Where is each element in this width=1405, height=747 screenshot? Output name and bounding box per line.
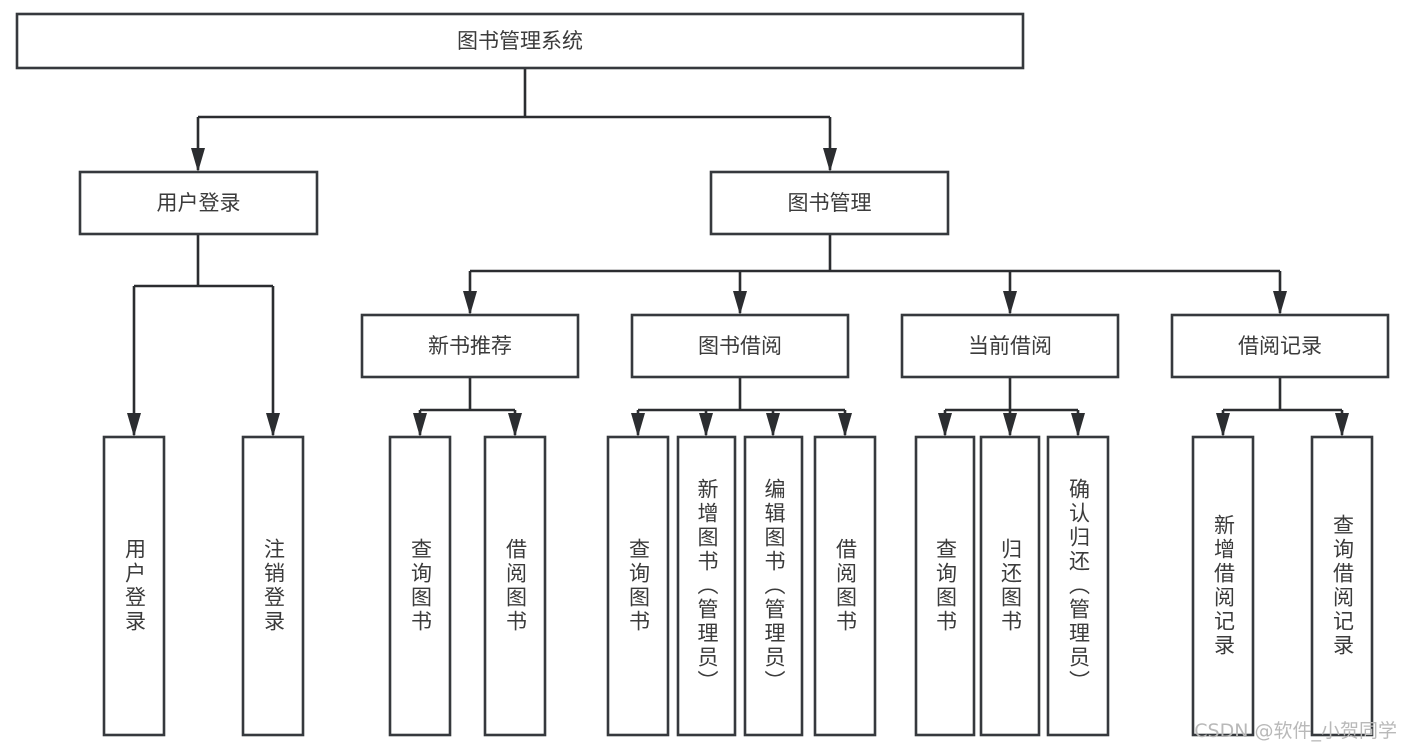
node-label-borrow-record: 借阅记录 [1238,334,1322,358]
arrow-head-icon [127,413,141,437]
arrow-head-icon [1273,291,1287,315]
node-box-leaf-query-book-recommend[interactable] [388,435,452,737]
node-box-leaf-add-book-admin[interactable] [676,435,737,737]
node-box-leaf-query-book-borrow[interactable] [606,435,670,737]
arrow-head-icon [413,413,427,437]
node-box-leaf-query-borrow-record[interactable] [1310,435,1374,737]
csdn-watermark: CSDN @软件_小贺同学 [1194,720,1397,742]
node-box-leaf-add-borrow-record[interactable] [1191,435,1255,737]
node-label-book-management: 图书管理 [788,191,872,215]
arrow-head-icon [1216,413,1230,437]
node-box-leaf-query-book-current[interactable] [914,435,976,737]
node-box-current-borrow[interactable] [900,313,1120,379]
node-label-current-borrow: 当前借阅 [968,334,1052,358]
arrow-head-icon [838,413,852,437]
node-boxes-layer [15,12,1390,737]
arrow-head-icon [1003,413,1017,437]
arrow-head-icon [699,413,713,437]
node-label-new-book-recommend: 新书推荐 [428,334,512,358]
arrow-head-icon [766,413,780,437]
node-box-leaf-borrow-book[interactable] [813,435,877,737]
arrow-head-icon [508,413,522,437]
arrow-head-icon [191,148,205,172]
arrow-head-icon [823,148,837,172]
arrow-head-icon [1003,291,1017,315]
node-box-leaf-borrow-book-recommend[interactable] [483,435,547,737]
arrow-head-icon [266,413,280,437]
node-box-new-book-recommend[interactable] [360,313,580,379]
node-box-user-login[interactable] [78,170,319,236]
node-box-book-management[interactable] [709,170,950,236]
node-box-book-borrow[interactable] [630,313,850,379]
connector-lines-layer [127,68,1349,437]
node-box-leaf-user-login[interactable] [102,435,166,737]
node-box-leaf-user-logout[interactable] [241,435,305,737]
arrow-head-icon [1335,413,1349,437]
arrow-head-icon [733,291,747,315]
node-label-root: 图书管理系统 [457,29,583,53]
node-box-root[interactable] [15,12,1025,70]
node-box-leaf-confirm-return-admin[interactable] [1046,435,1110,737]
arrow-head-icon [631,413,645,437]
node-label-user-login: 用户登录 [157,191,241,215]
arrow-head-icon [1071,413,1085,437]
arrow-head-icon [938,413,952,437]
node-box-leaf-return-book[interactable] [979,435,1041,737]
node-box-leaf-edit-book-admin[interactable] [743,435,804,737]
arrow-head-icon [463,291,477,315]
node-box-borrow-record[interactable] [1170,313,1390,379]
node-label-book-borrow: 图书借阅 [698,334,782,358]
